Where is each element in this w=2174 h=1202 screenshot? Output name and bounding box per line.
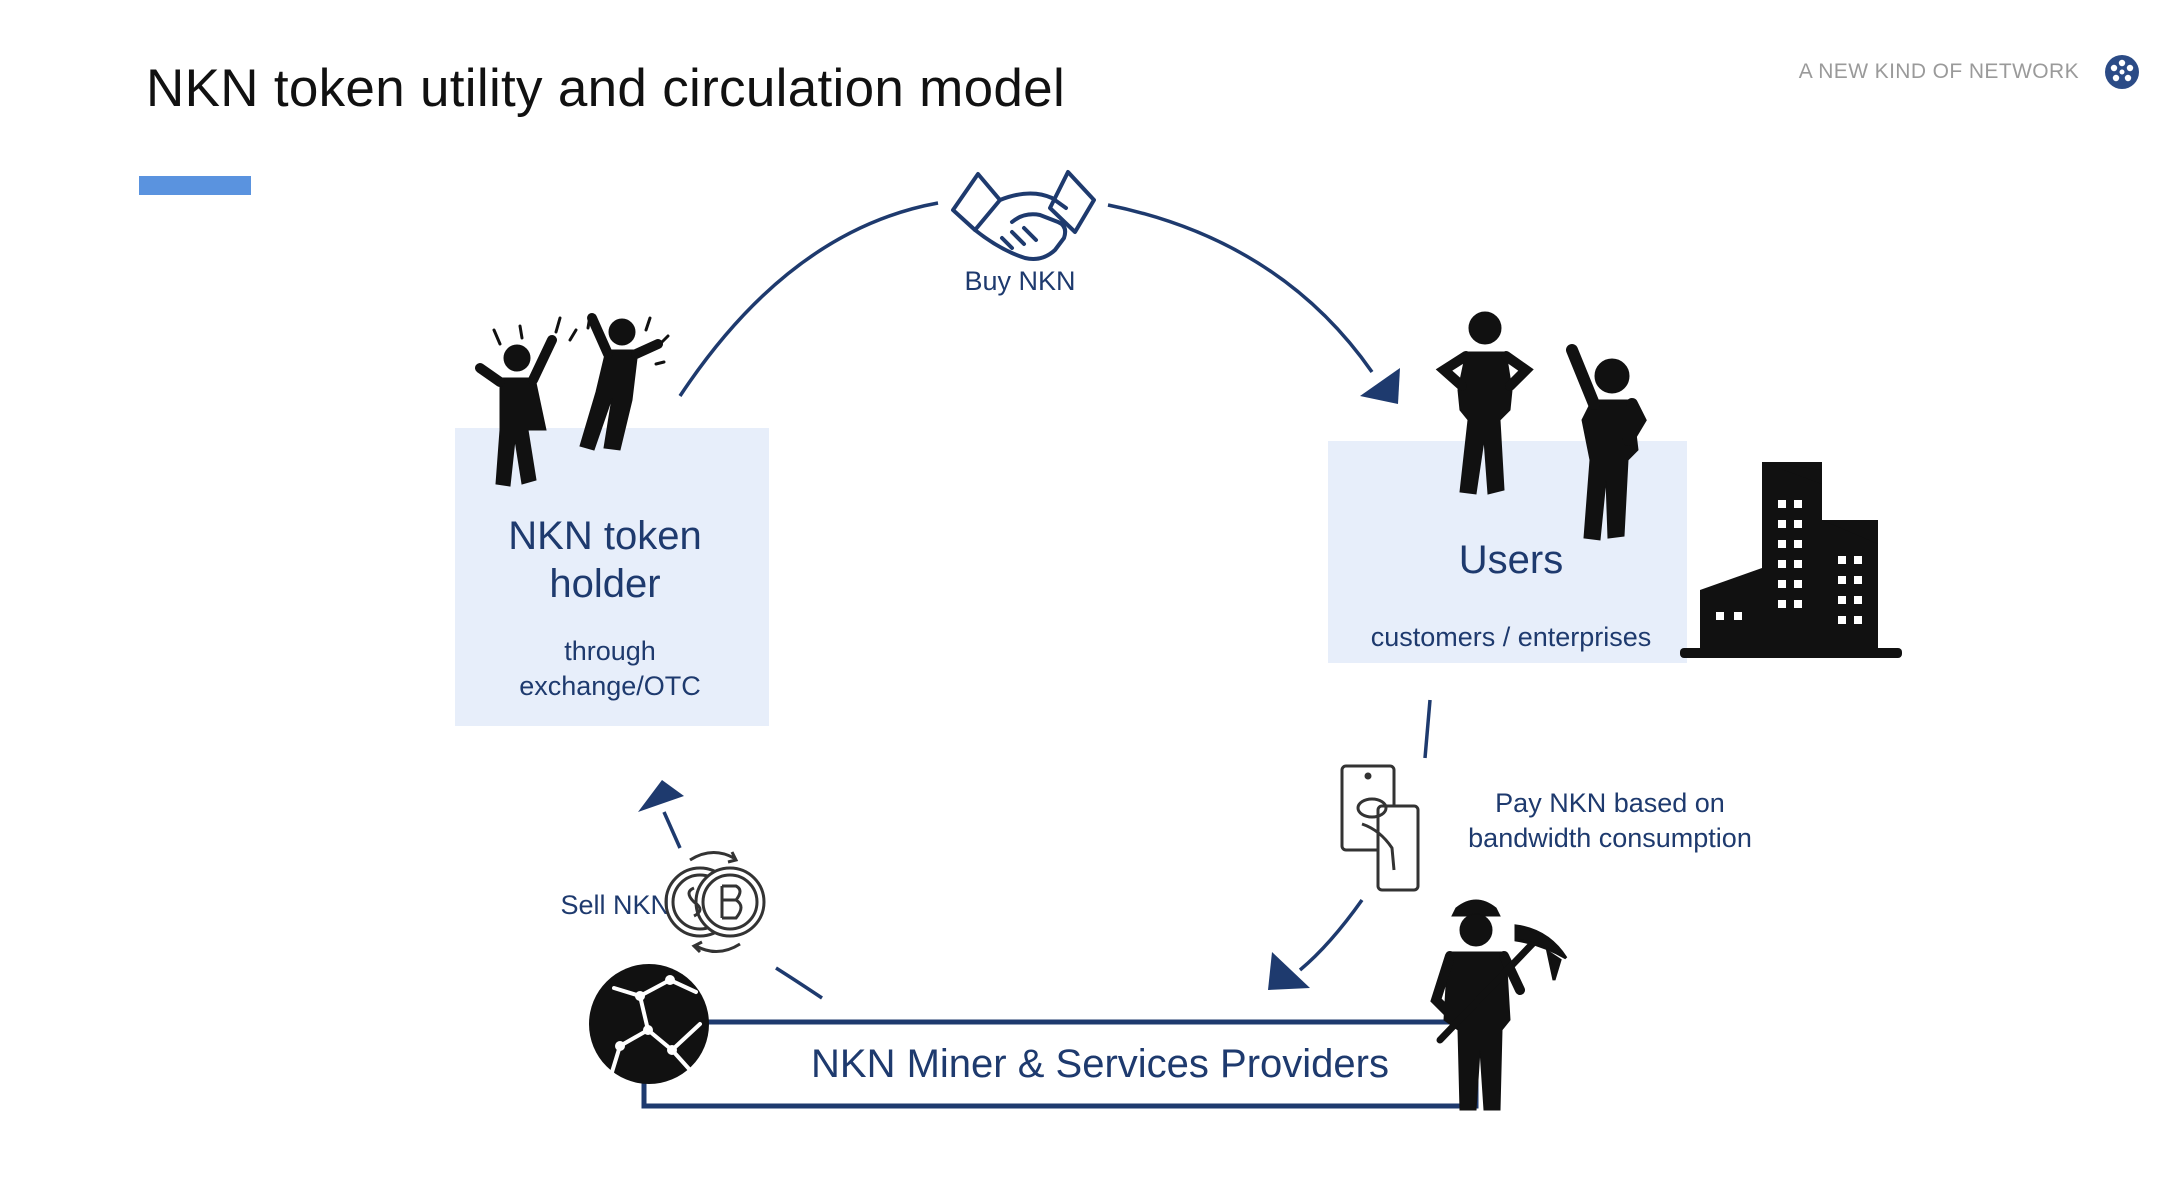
miner-icon [1430, 899, 1568, 1111]
buy-arc-left [678, 201, 939, 397]
pay-nkn-label-line1: Pay NKN based on [1495, 788, 1725, 818]
logo-icon [2105, 55, 2139, 89]
token-holder-title-line2: holder [549, 562, 661, 606]
buildings-icon [1680, 462, 1902, 658]
coins-exchange-icon [664, 851, 766, 954]
miner-frame [641, 1019, 1479, 1109]
miner-title: NKN Miner & Services Providers [811, 1042, 1389, 1086]
token-holder-subtitle-line2: exchange/OTC [519, 671, 701, 701]
token-holder-subtitle-line1: through [564, 636, 656, 666]
pay-line-bottom [1298, 898, 1364, 972]
sell-nkn-label: Sell NKN [560, 890, 670, 920]
globe-network-icon [589, 964, 709, 1084]
payment-card-icon [1340, 764, 1420, 892]
page-title: NKN token utility and circulation model [146, 59, 1066, 118]
sell-line-top [662, 811, 682, 849]
users-icon [1435, 311, 1647, 541]
token-holder-title-line1: NKN token [508, 514, 702, 558]
brand-tagline: A NEW KIND OF NETWORK [1798, 60, 2079, 83]
users-title: Users [1458, 538, 1564, 582]
celebrating-people-icon [475, 313, 670, 487]
token-holder-subtitle: through exchange/OTC [455, 634, 765, 704]
sell-line-bottom [775, 966, 823, 1000]
buy-nkn-label: Buy NKN [964, 266, 1076, 296]
buy-arrowhead [1360, 368, 1400, 404]
handshake-icon [951, 170, 1096, 261]
pay-line-top [1423, 699, 1432, 759]
pay-arrowhead [1268, 952, 1310, 990]
pay-nkn-label: Pay NKN based on bandwidth consumption [1440, 786, 1780, 856]
pay-nkn-label-line2: bandwidth consumption [1468, 823, 1752, 853]
buy-arc-right [1107, 203, 1374, 374]
token-holder-title: NKN token holder [455, 512, 755, 608]
users-subtitle: customers / enterprises [1370, 622, 1652, 652]
sell-arrowhead [638, 780, 684, 812]
title-accent-bar [139, 176, 251, 195]
